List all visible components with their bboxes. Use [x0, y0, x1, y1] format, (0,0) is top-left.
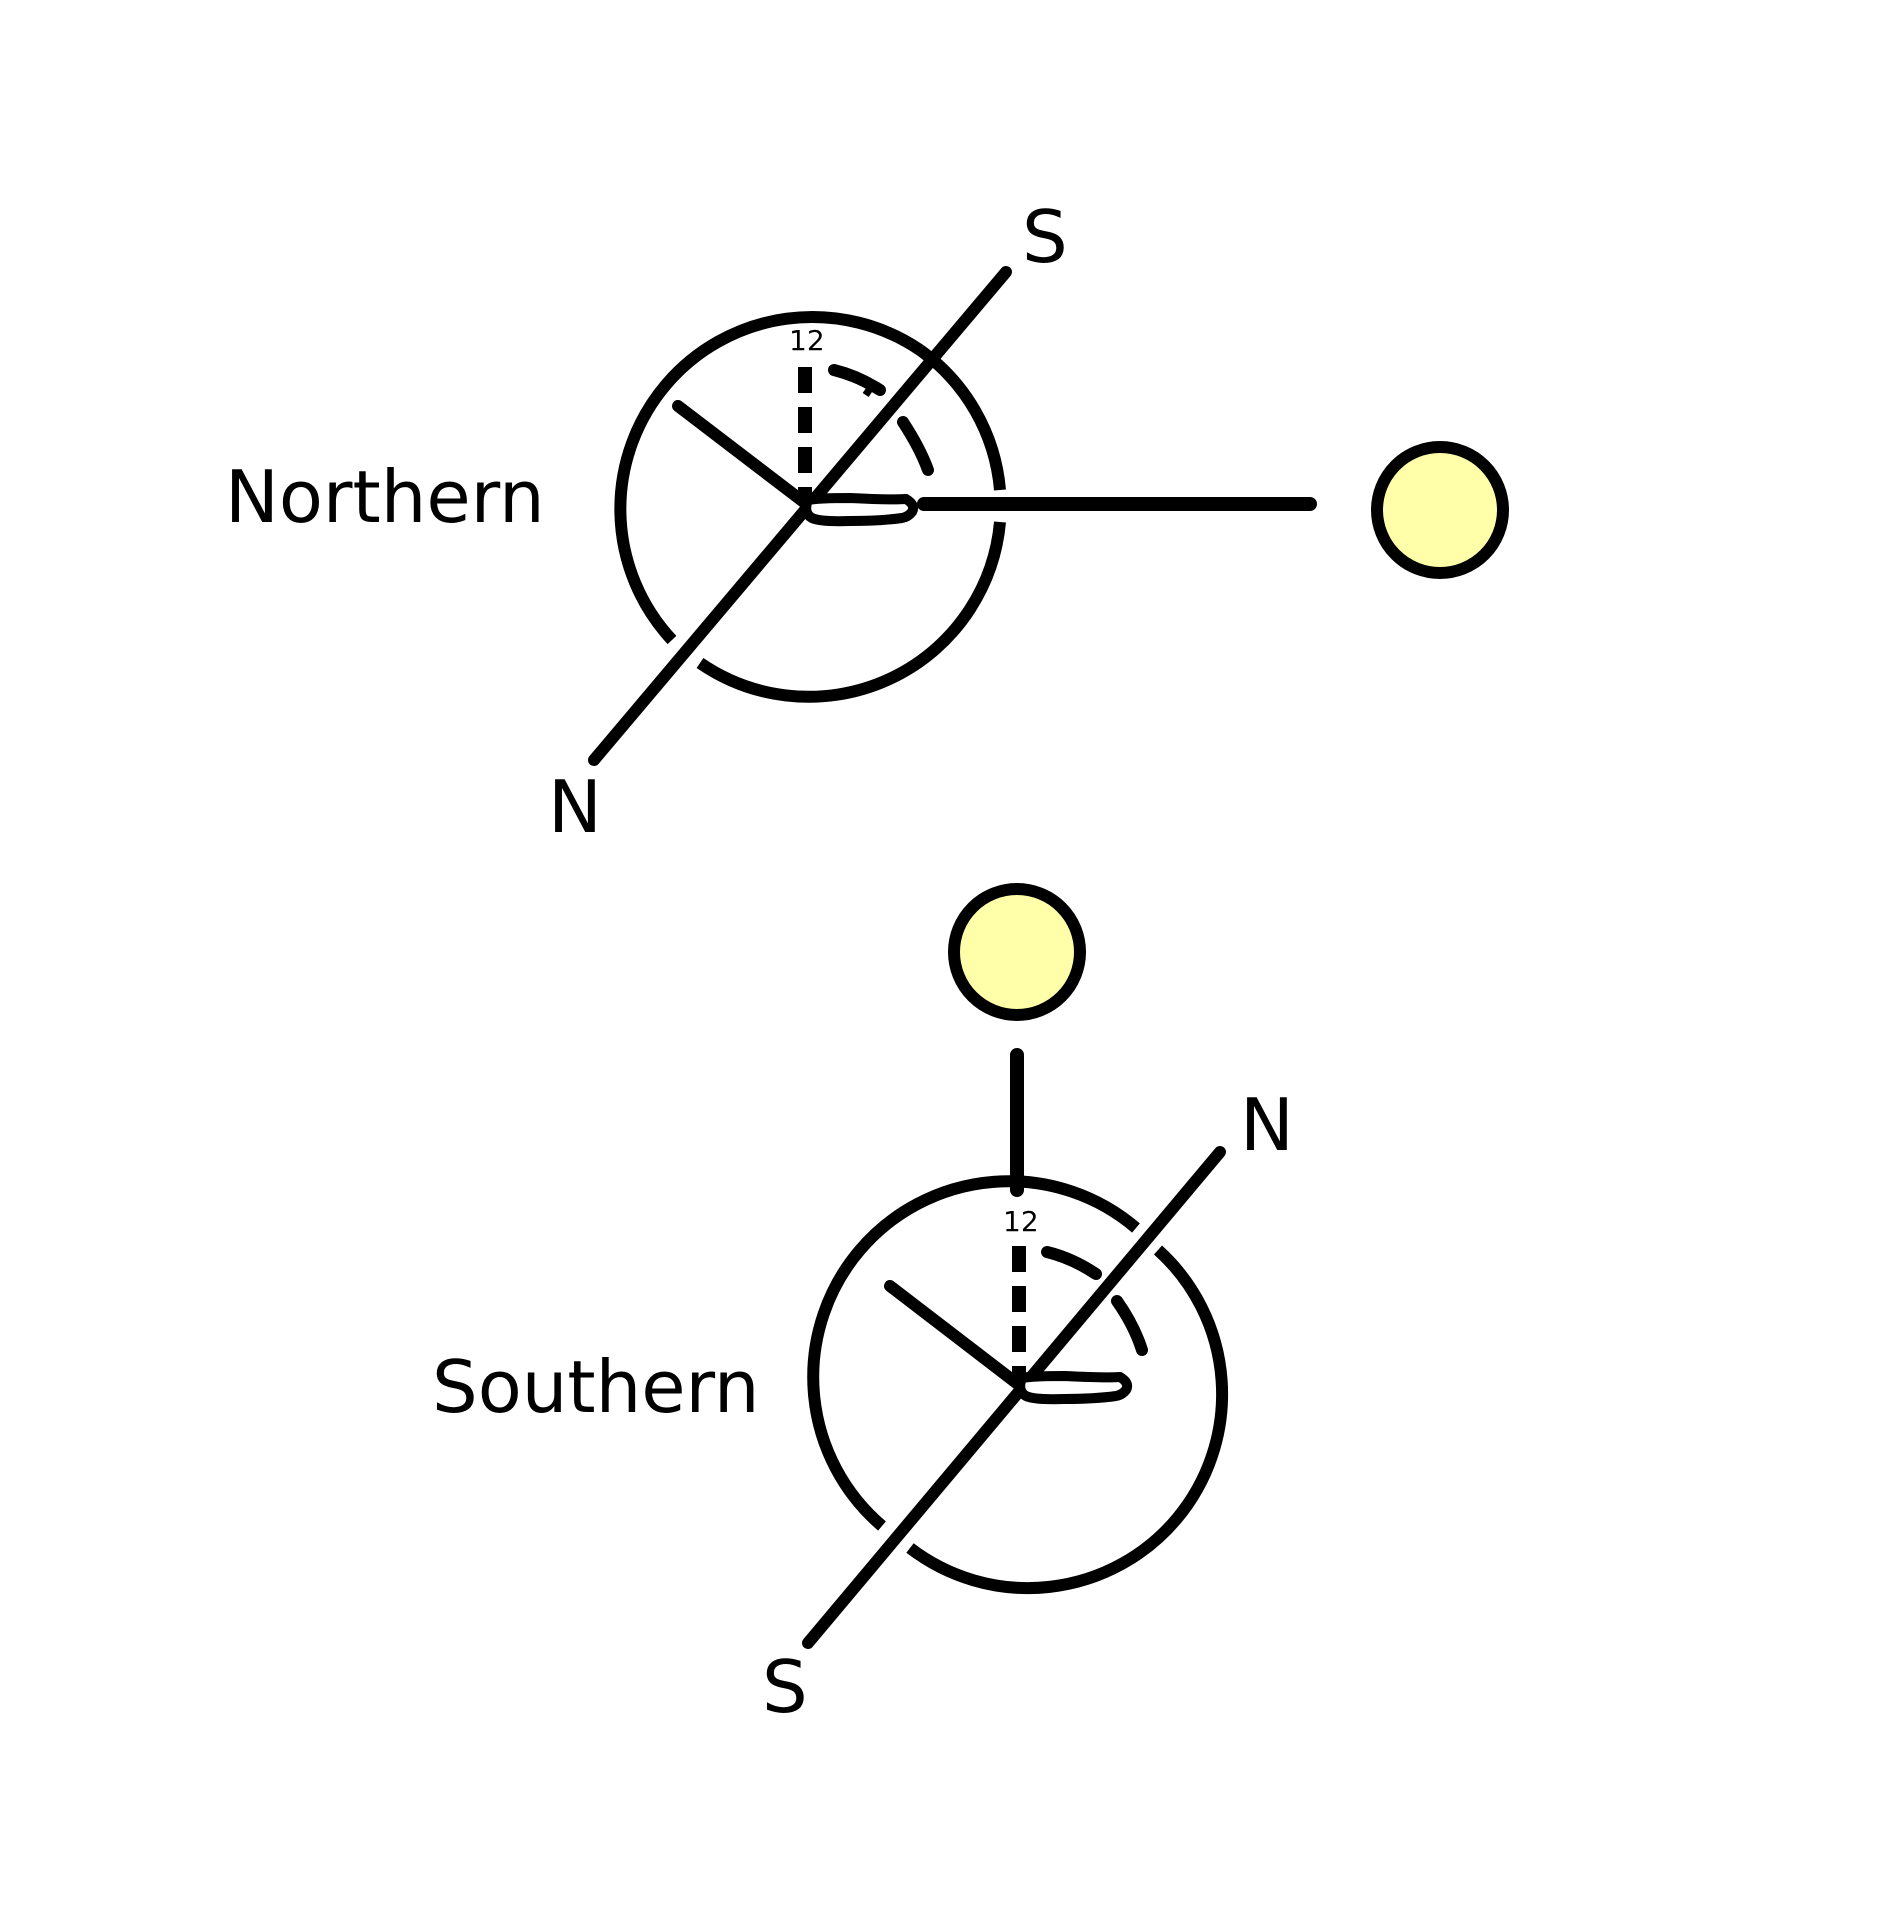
northern-polar-axis — [588, 266, 1012, 766]
southern-dial-circle — [807, 1175, 1229, 1595]
northern-dial-12-label: 12 — [789, 324, 825, 357]
southern-dial-12-label: 12 — [1003, 1205, 1039, 1238]
southern-polar-axis — [802, 1146, 1226, 1649]
southern-group: Southern N S 12 — [432, 883, 1294, 1729]
northern-axis-bottom-label: N — [548, 765, 602, 849]
southern-label: Southern — [432, 1345, 760, 1429]
southern-arc-lower — [1111, 1295, 1148, 1356]
northern-sun — [1371, 441, 1509, 579]
northern-arc-lower — [897, 416, 934, 476]
southern-axis-top-label: N — [1240, 1083, 1294, 1167]
northern-label: Northern — [225, 455, 545, 539]
southern-arc-upper — [1041, 1246, 1102, 1280]
northern-hour-hand — [672, 400, 811, 509]
northern-arc-upper — [828, 364, 886, 396]
southern-shadow — [1015, 1371, 1133, 1405]
southern-axis-bottom-label: S — [762, 1645, 808, 1729]
northern-shadow — [801, 493, 919, 527]
northern-arc-upper-2 — [862, 383, 876, 397]
northern-axis-top-label: S — [1022, 195, 1068, 279]
southern-sun — [948, 883, 1086, 1021]
southern-hour-hand — [884, 1280, 1025, 1391]
northern-group: Northern S N 12 — [225, 195, 1509, 849]
